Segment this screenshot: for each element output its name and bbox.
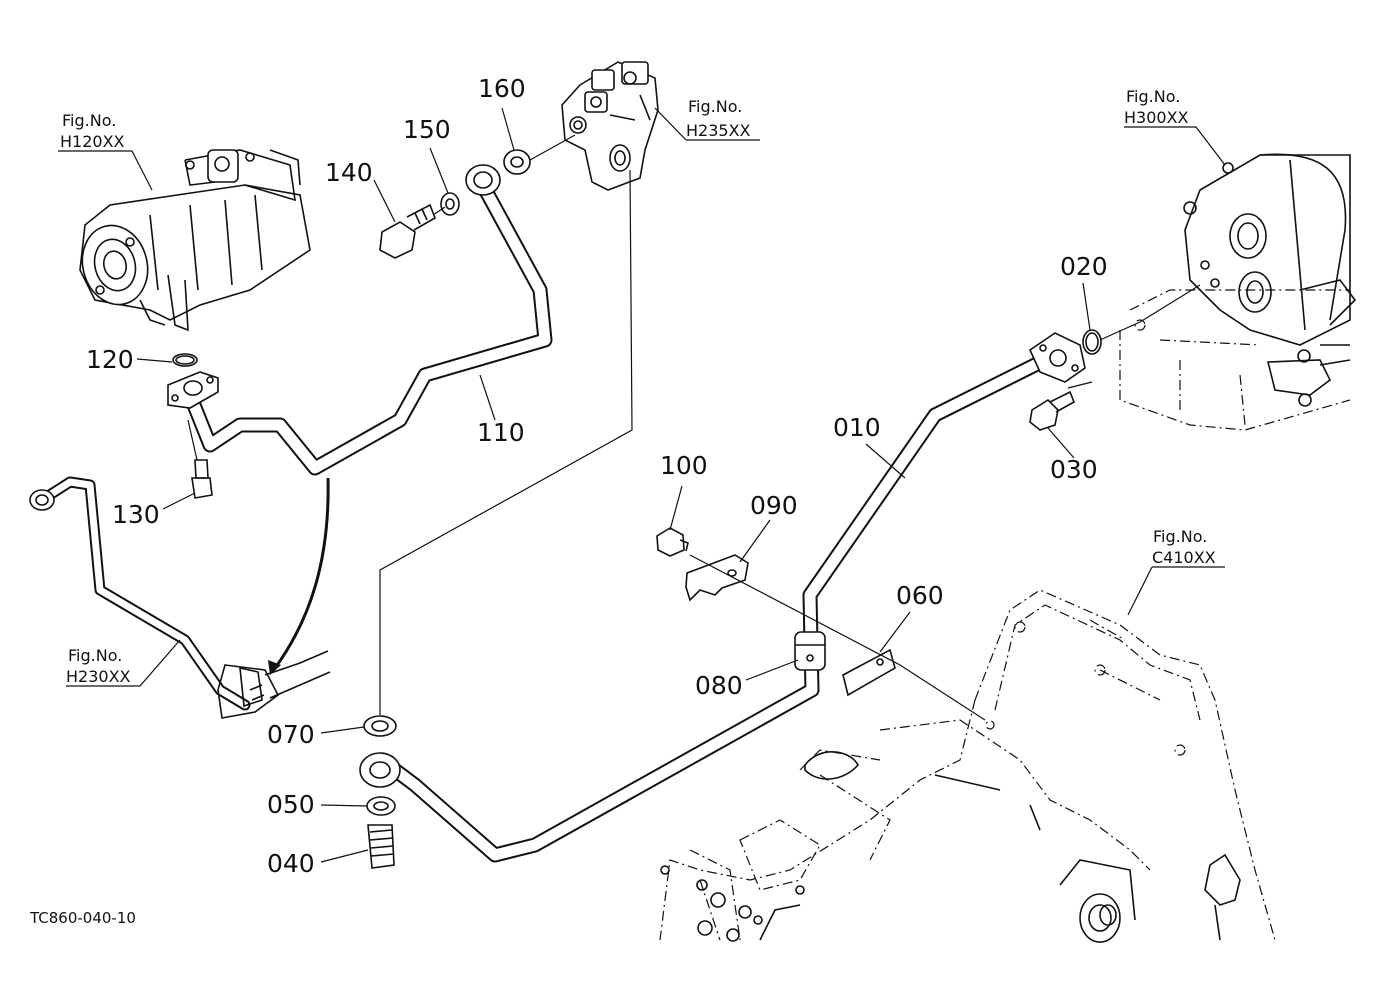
part-label-060[interactable]: 060 <box>896 581 944 610</box>
return-pipe-illustration <box>29 476 331 719</box>
fig-ref-label-c410: Fig.No. <box>1153 527 1207 546</box>
part-labels: 010 020 030 040 050 060 070 080 090 100 … <box>86 74 1108 878</box>
transmission-case-illustration <box>659 589 1276 943</box>
part-label-080[interactable]: 080 <box>695 671 743 700</box>
part-label-030[interactable]: 030 <box>1050 455 1098 484</box>
part-label-090[interactable]: 090 <box>750 491 798 520</box>
valve-block-illustration <box>561 61 659 191</box>
guide-lines <box>187 134 1201 721</box>
part-label-050[interactable]: 050 <box>267 790 315 819</box>
control-valve-illustration <box>1119 153 1357 431</box>
fig-ref-code-h230[interactable]: H230XX <box>66 667 131 686</box>
part-label-120[interactable]: 120 <box>86 345 134 374</box>
pipe-110-illustration <box>167 164 553 476</box>
drawing-code: TC860-040-10 <box>29 909 136 927</box>
figure-ref-leaders <box>58 107 1226 687</box>
part-label-100[interactable]: 100 <box>660 451 708 480</box>
fig-ref-code-c410[interactable]: C410XX <box>1152 548 1216 567</box>
fig-ref-code-h120[interactable]: H120XX <box>60 132 125 151</box>
part-label-010[interactable]: 010 <box>833 413 881 442</box>
fig-ref-label-h230: Fig.No. <box>68 646 122 665</box>
pipe-010-illustration <box>359 332 1086 863</box>
fig-ref-code-h235[interactable]: H235XX <box>686 121 751 140</box>
fig-ref-label-h235: Fig.No. <box>688 97 742 116</box>
fig-ref-label-h300: Fig.No. <box>1126 87 1180 106</box>
part-label-070[interactable]: 070 <box>267 720 315 749</box>
part-label-020[interactable]: 020 <box>1060 252 1108 281</box>
figure-ref-labels: Fig.No. H120XX Fig.No. H235XX Fig.No. H3… <box>60 87 1216 686</box>
part-label-130[interactable]: 130 <box>112 500 160 529</box>
fig-ref-code-h300[interactable]: H300XX <box>1124 108 1189 127</box>
fig-ref-label-h120: Fig.No. <box>62 111 116 130</box>
part-label-110[interactable]: 110 <box>477 418 525 447</box>
small-parts <box>172 149 1102 869</box>
part-label-160[interactable]: 160 <box>478 74 526 103</box>
part-label-040[interactable]: 040 <box>267 849 315 878</box>
part-label-150[interactable]: 150 <box>403 115 451 144</box>
hydraulic-pump-illustration <box>79 149 311 332</box>
leader-lines <box>136 107 1091 863</box>
part-label-140[interactable]: 140 <box>325 158 373 187</box>
